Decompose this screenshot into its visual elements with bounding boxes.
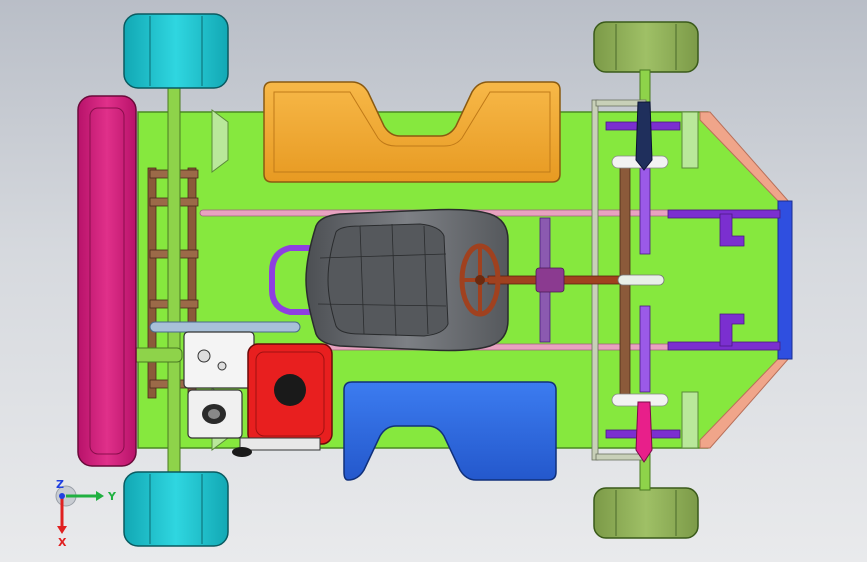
side-pod-left[interactable] (263, 81, 561, 183)
front-wheel-right[interactable] (593, 487, 699, 539)
engine-footer[interactable] (232, 437, 321, 457)
origin-triad (55, 485, 104, 534)
steering-knuckle-top[interactable] (719, 213, 745, 247)
drive-chain[interactable] (149, 321, 301, 333)
front-wheel-left[interactable] (593, 21, 699, 73)
side-pod-right[interactable] (343, 381, 557, 481)
nose-plate[interactable] (777, 200, 793, 360)
engine-block[interactable] (183, 331, 255, 439)
bearing-housing-front-left[interactable] (211, 109, 229, 173)
steering-wheel[interactable] (459, 243, 501, 317)
steering-column[interactable] (487, 267, 665, 293)
fuel-tank[interactable] (247, 343, 333, 445)
brake-pedal[interactable] (635, 401, 653, 463)
bearing-housing-nose-left[interactable] (681, 111, 699, 169)
triad-y-label: Y (107, 490, 117, 503)
throttle-pedal[interactable] (635, 101, 653, 171)
rear-bumper[interactable] (77, 95, 137, 467)
steering-knuckle-bottom[interactable] (719, 313, 745, 347)
triad-x-label: X (58, 536, 67, 549)
rear-wheel-left[interactable] (123, 13, 229, 89)
seat[interactable] (305, 208, 509, 352)
triad-z-label: Z (56, 478, 64, 491)
bearing-housing-nose-right[interactable] (681, 391, 699, 449)
seat-bracket[interactable] (269, 245, 321, 315)
rear-wheel-right[interactable] (123, 471, 229, 547)
